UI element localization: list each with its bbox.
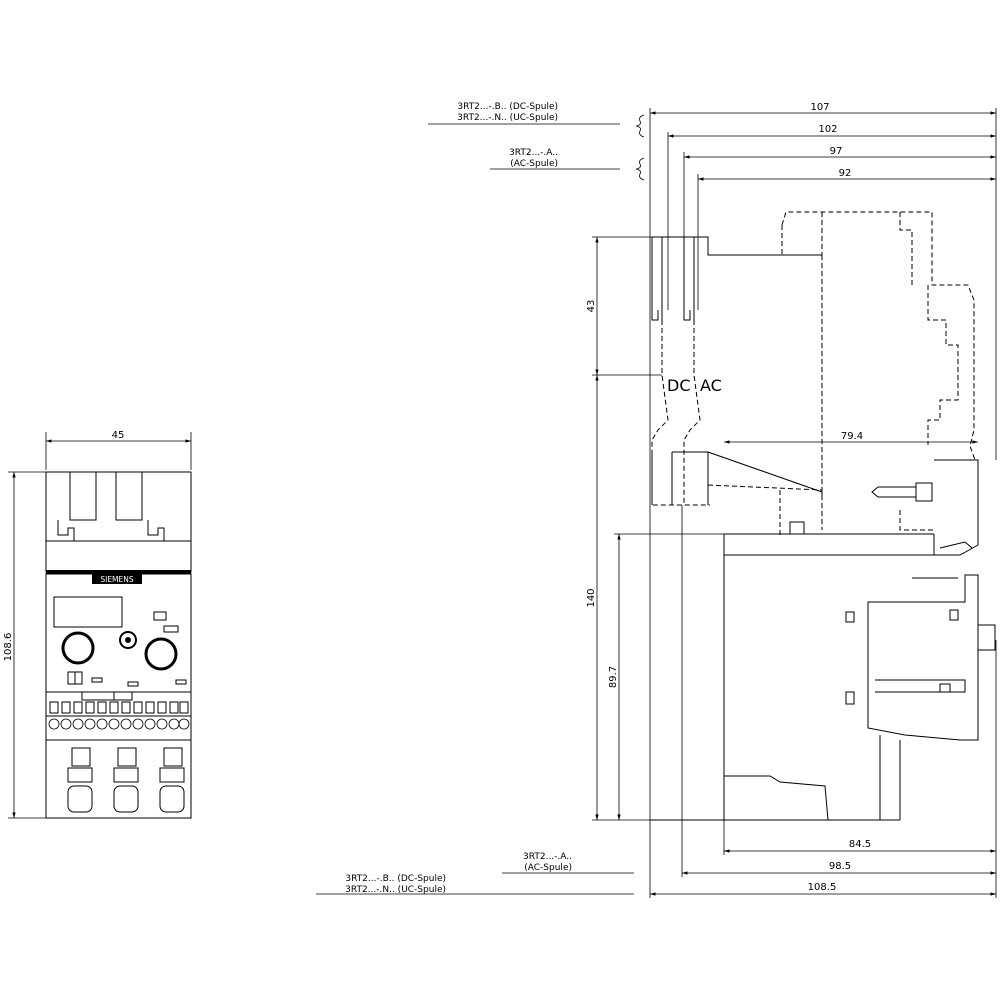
side-view: 3RT2...-.B.. (DC-Spule) 3RT2...-.N.. (UC… — [316, 102, 997, 898]
terminal-row — [48, 701, 190, 730]
dim-84-5: 84.5 — [849, 839, 871, 850]
contactor-outline: 79.4 — [651, 211, 978, 535]
note-ac-top-1: 3RT2...-.A.. — [509, 148, 558, 158]
front-height-dim: 108.6 — [3, 633, 14, 662]
note-uc-bottom: 3RT2...-.N.. (UC-Spule) — [345, 885, 446, 895]
ac-label: AC — [700, 376, 722, 395]
note-ac-bottom-1: 3RT2...-.A.. — [523, 852, 572, 862]
note-uc-top: 3RT2...-.N.. (UC-Spule) — [457, 113, 558, 123]
relay-outline — [650, 459, 996, 821]
dial-left-icon — [61, 631, 95, 665]
note-dc-top: 3RT2...-.B.. (DC-Spule) — [457, 102, 558, 112]
dial-right-icon — [144, 637, 178, 671]
dim-102: 102 — [818, 124, 837, 135]
dim-43: 43 — [586, 300, 597, 313]
front-view: 45 108.6 SIEMENS — [3, 430, 192, 819]
dim-140: 140 — [586, 588, 597, 607]
dim-89-7: 89.7 — [608, 666, 619, 688]
dc-label: DC — [667, 376, 691, 395]
display-window — [53, 596, 123, 628]
note-ac-bottom-2: (AC-Spule) — [524, 863, 572, 873]
dim-108-5: 108.5 — [808, 882, 837, 893]
brand-label: SIEMENS — [100, 575, 134, 584]
dim-107: 107 — [810, 102, 829, 113]
dim-92: 92 — [839, 168, 852, 179]
note-ac-top-2: (AC-Spule) — [510, 159, 558, 169]
front-width-dim: 45 — [112, 430, 125, 441]
dim-97: 97 — [830, 146, 843, 157]
main-terminals — [67, 747, 185, 813]
note-dc-bottom: 3RT2...-.B.. (DC-Spule) — [345, 874, 446, 884]
dim-79-4: 79.4 — [841, 431, 863, 442]
dim-98-5: 98.5 — [829, 861, 851, 872]
